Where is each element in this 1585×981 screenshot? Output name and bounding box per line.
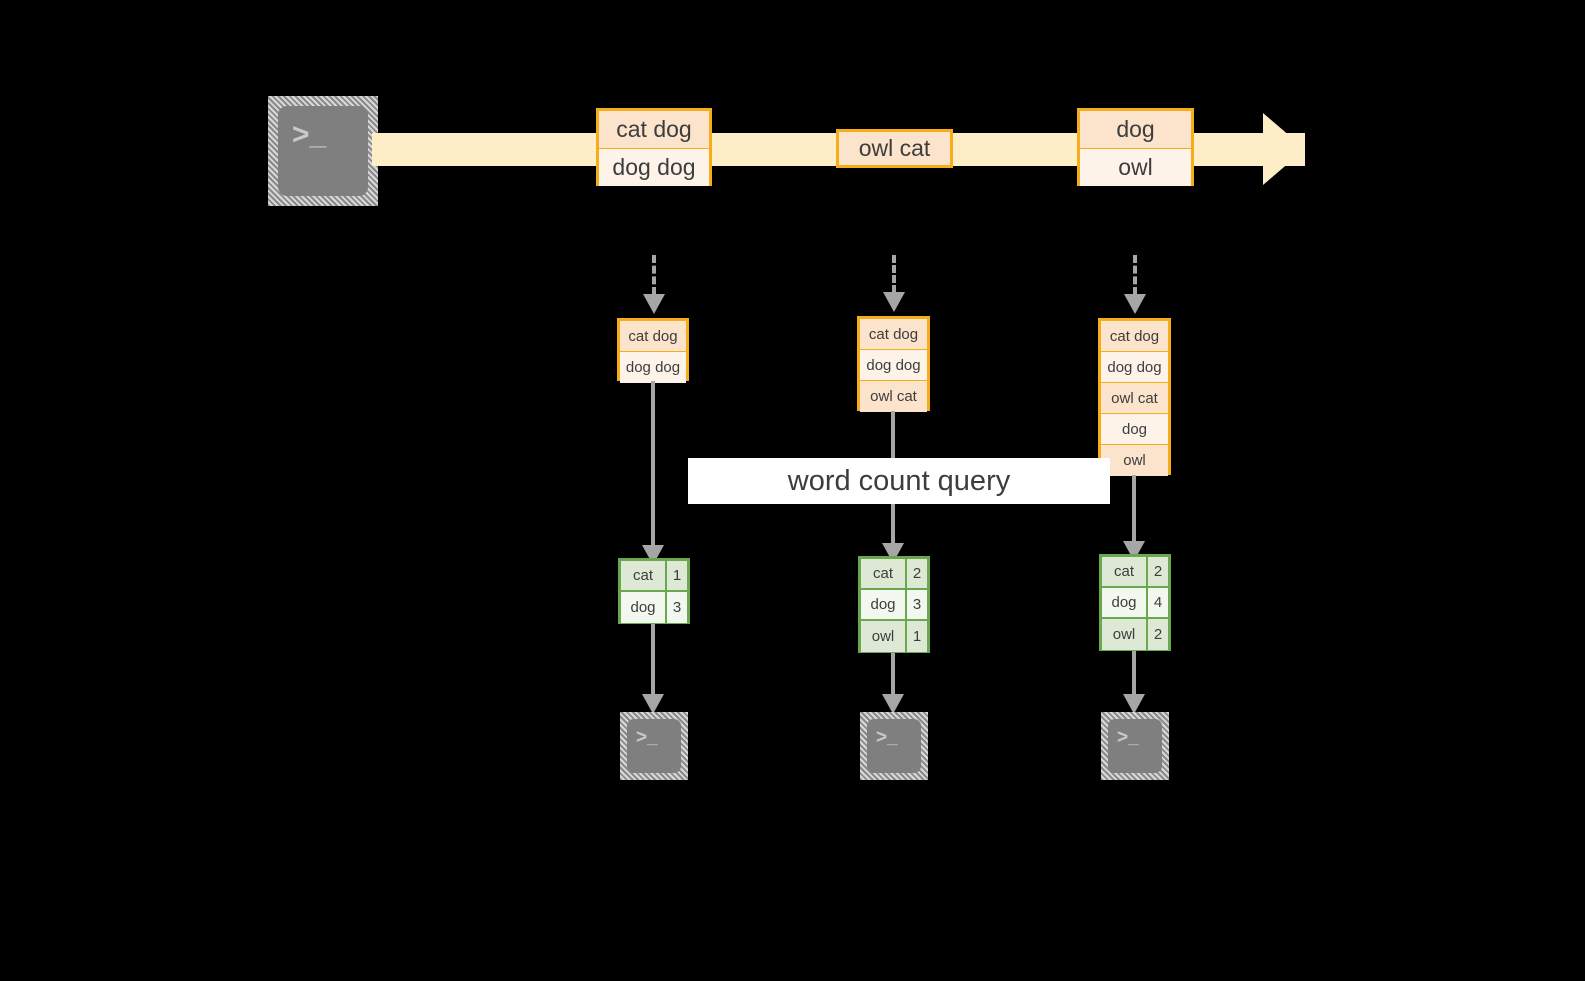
stream-event-line: dog: [1080, 111, 1191, 149]
source-terminal-icon: >_: [268, 96, 378, 206]
stream-event-line: owl cat: [839, 132, 950, 165]
terminal-screen: >_: [867, 719, 921, 773]
result-count: 4: [1148, 588, 1168, 617]
snapshot-3-query-line: [1132, 475, 1136, 545]
snapshot-3-sink-arrowhead: [1123, 694, 1145, 714]
snapshot-1-buffer: cat dog dog dog: [617, 318, 689, 383]
snapshot-3-intake-arrowhead: [1124, 294, 1146, 314]
result-count: 3: [907, 590, 927, 619]
result-word: cat: [861, 559, 907, 588]
result-word: dog: [861, 590, 907, 619]
snapshot-2-intake-arrowhead: [883, 292, 905, 312]
stream-event-3: dog owl: [1077, 108, 1194, 186]
snapshot-2-intake-line: [892, 255, 896, 293]
result-row: cat 2: [1102, 557, 1168, 588]
stream-event-line: dog dog: [599, 149, 709, 186]
buffer-line: owl cat: [1101, 383, 1168, 414]
buffer-line: dog dog: [620, 352, 686, 383]
terminal-screen: >_: [1108, 719, 1162, 773]
terminal-screen: >_: [278, 106, 368, 196]
buffer-line: owl: [1101, 445, 1168, 476]
result-word: dog: [621, 592, 667, 623]
buffer-line: cat dog: [620, 321, 686, 352]
terminal-prompt-glyph: >_: [636, 727, 658, 748]
stream-event-line: cat dog: [599, 111, 709, 149]
buffer-line: cat dog: [1101, 321, 1168, 352]
query-label: word count query: [787, 464, 1011, 497]
buffer-line: cat dog: [860, 319, 927, 350]
snapshot-3-buffer: cat dog dog dog owl cat dog owl: [1098, 318, 1171, 476]
snapshot-1-sink-terminal-icon: >_: [620, 712, 688, 780]
result-count: 1: [907, 621, 927, 652]
stream-event-line: owl: [1080, 149, 1191, 186]
snapshot-2-sink-terminal-icon: >_: [860, 712, 928, 780]
result-count: 2: [1148, 557, 1168, 586]
result-count: 2: [1148, 619, 1168, 650]
buffer-line: owl cat: [860, 381, 927, 412]
event-stream-arrowhead: [1263, 113, 1305, 185]
result-word: cat: [621, 561, 667, 590]
buffer-line: dog dog: [1101, 352, 1168, 383]
snapshot-2-sink-arrowhead: [882, 694, 904, 714]
snapshot-1-sink-arrowhead: [642, 694, 664, 714]
result-word: cat: [1102, 557, 1148, 586]
result-word: owl: [1102, 619, 1148, 650]
snapshot-3-sink-terminal-icon: >_: [1101, 712, 1169, 780]
result-row: dog 3: [861, 590, 927, 621]
terminal-prompt-glyph: >_: [876, 727, 898, 748]
snapshot-2-sink-line: [891, 653, 895, 696]
buffer-line: dog: [1101, 414, 1168, 445]
terminal-prompt-glyph: >_: [292, 118, 327, 151]
stream-event-1: cat dog dog dog: [596, 108, 712, 186]
snapshot-1-result-table: cat 1 dog 3: [618, 558, 690, 624]
result-count: 3: [667, 592, 687, 623]
snapshot-3-sink-line: [1132, 651, 1136, 696]
buffer-line: dog dog: [860, 350, 927, 381]
result-count: 1: [667, 561, 687, 590]
terminal-screen: >_: [627, 719, 681, 773]
snapshot-3-intake-line: [1133, 255, 1137, 295]
result-row: owl 1: [861, 621, 927, 652]
snapshot-2-result-table: cat 2 dog 3 owl 1: [858, 556, 930, 653]
result-word: dog: [1102, 588, 1148, 617]
result-row: owl 2: [1102, 619, 1168, 650]
result-row: cat 1: [621, 561, 687, 592]
result-word: owl: [861, 621, 907, 652]
result-row: dog 3: [621, 592, 687, 623]
snapshot-1-sink-line: [651, 624, 655, 696]
result-row: dog 4: [1102, 588, 1168, 619]
result-count: 2: [907, 559, 927, 588]
stream-event-2: owl cat: [836, 129, 953, 168]
query-label-band: word count query: [688, 458, 1110, 504]
terminal-prompt-glyph: >_: [1117, 727, 1139, 748]
snapshot-1-query-line: [651, 381, 655, 547]
result-row: cat 2: [861, 559, 927, 590]
snapshot-1-intake-line: [652, 255, 656, 295]
snapshot-1-intake-arrowhead: [643, 294, 665, 314]
snapshot-3-result-table: cat 2 dog 4 owl 2: [1099, 554, 1171, 651]
snapshot-2-buffer: cat dog dog dog owl cat: [857, 316, 930, 412]
